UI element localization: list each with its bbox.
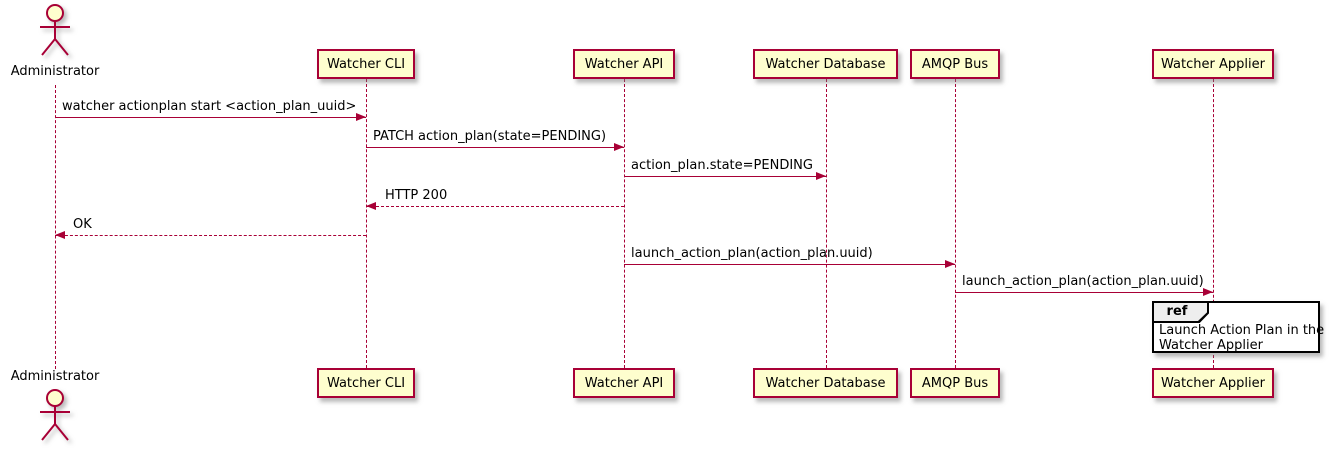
arrowhead-icon xyxy=(366,202,376,210)
message-label: watcher actionplan start <action_plan_uu… xyxy=(62,99,357,114)
message-label: HTTP 200 xyxy=(385,188,448,203)
participant-amqp-bus-top: AMQP Bus xyxy=(910,49,1000,79)
arrowhead-icon xyxy=(55,231,65,239)
message-label: PATCH action_plan(state=PENDING) xyxy=(373,129,607,144)
participant-label: Watcher API xyxy=(584,375,664,391)
ref-text: Launch Action Plan in the Watcher Applie… xyxy=(1159,323,1324,353)
lifeline-amqp-bus xyxy=(955,79,956,368)
lifeline-watcher-applier xyxy=(1213,79,1214,368)
ref-fragment: ref Launch Action Plan in the Watcher Ap… xyxy=(1152,301,1324,353)
ref-text-line: Watcher Applier xyxy=(1159,338,1263,353)
participant-watcher-applier-top: Watcher Applier xyxy=(1152,49,1274,79)
participant-watcher-cli-top: Watcher CLI xyxy=(317,49,415,79)
message-line xyxy=(366,147,624,148)
participant-watcher-api-top: Watcher API xyxy=(573,49,675,79)
ref-keyword: ref xyxy=(1166,304,1188,319)
lifeline-watcher-cli xyxy=(366,79,367,368)
message-line xyxy=(955,292,1213,293)
participant-watcher-database-top: Watcher Database xyxy=(753,49,898,79)
arrowhead-icon xyxy=(945,260,955,268)
message-label: launch_action_plan(action_plan.uuid) xyxy=(631,246,873,261)
lifeline-administrator xyxy=(55,85,56,369)
arrowhead-icon xyxy=(614,143,624,151)
arrowhead-icon xyxy=(816,172,826,180)
message-line xyxy=(624,264,955,265)
participant-label: Watcher CLI xyxy=(326,375,406,391)
lifeline-watcher-database xyxy=(826,79,827,368)
lifeline-watcher-api xyxy=(624,79,625,368)
message-label: OK xyxy=(73,217,92,232)
message-line xyxy=(366,206,624,207)
message-label: action_plan.state=PENDING xyxy=(631,158,813,173)
participant-label: Watcher CLI xyxy=(326,56,406,72)
actor-name-bottom: Administrator xyxy=(10,369,100,384)
participant-label: Watcher Database xyxy=(765,56,886,72)
participant-watcher-cli-bottom: Watcher CLI xyxy=(317,368,415,398)
participant-label: Watcher API xyxy=(584,56,664,72)
arrowhead-icon xyxy=(1203,288,1213,296)
actor-icon xyxy=(40,4,70,56)
message-line xyxy=(55,235,366,236)
ref-header-shape xyxy=(1154,303,1209,323)
message-label: launch_action_plan(action_plan.uuid) xyxy=(962,274,1204,289)
participant-watcher-applier-bottom: Watcher Applier xyxy=(1152,368,1274,398)
participant-watcher-database-bottom: Watcher Database xyxy=(753,368,898,398)
participant-label: AMQP Bus xyxy=(921,56,989,72)
ref-text-line: Launch Action Plan in the xyxy=(1159,323,1325,338)
participant-watcher-api-bottom: Watcher API xyxy=(573,368,675,398)
participant-amqp-bus-bottom: AMQP Bus xyxy=(910,368,1000,398)
actor-name-top: Administrator xyxy=(10,64,100,79)
arrowhead-icon xyxy=(356,113,366,121)
participant-label: Watcher Database xyxy=(765,375,886,391)
message-line xyxy=(624,176,826,177)
actor-icon xyxy=(40,389,70,441)
message-line xyxy=(55,117,366,118)
participant-label: AMQP Bus xyxy=(921,375,989,391)
participant-label: Watcher Applier xyxy=(1161,375,1265,391)
participant-label: Watcher Applier xyxy=(1161,56,1265,72)
